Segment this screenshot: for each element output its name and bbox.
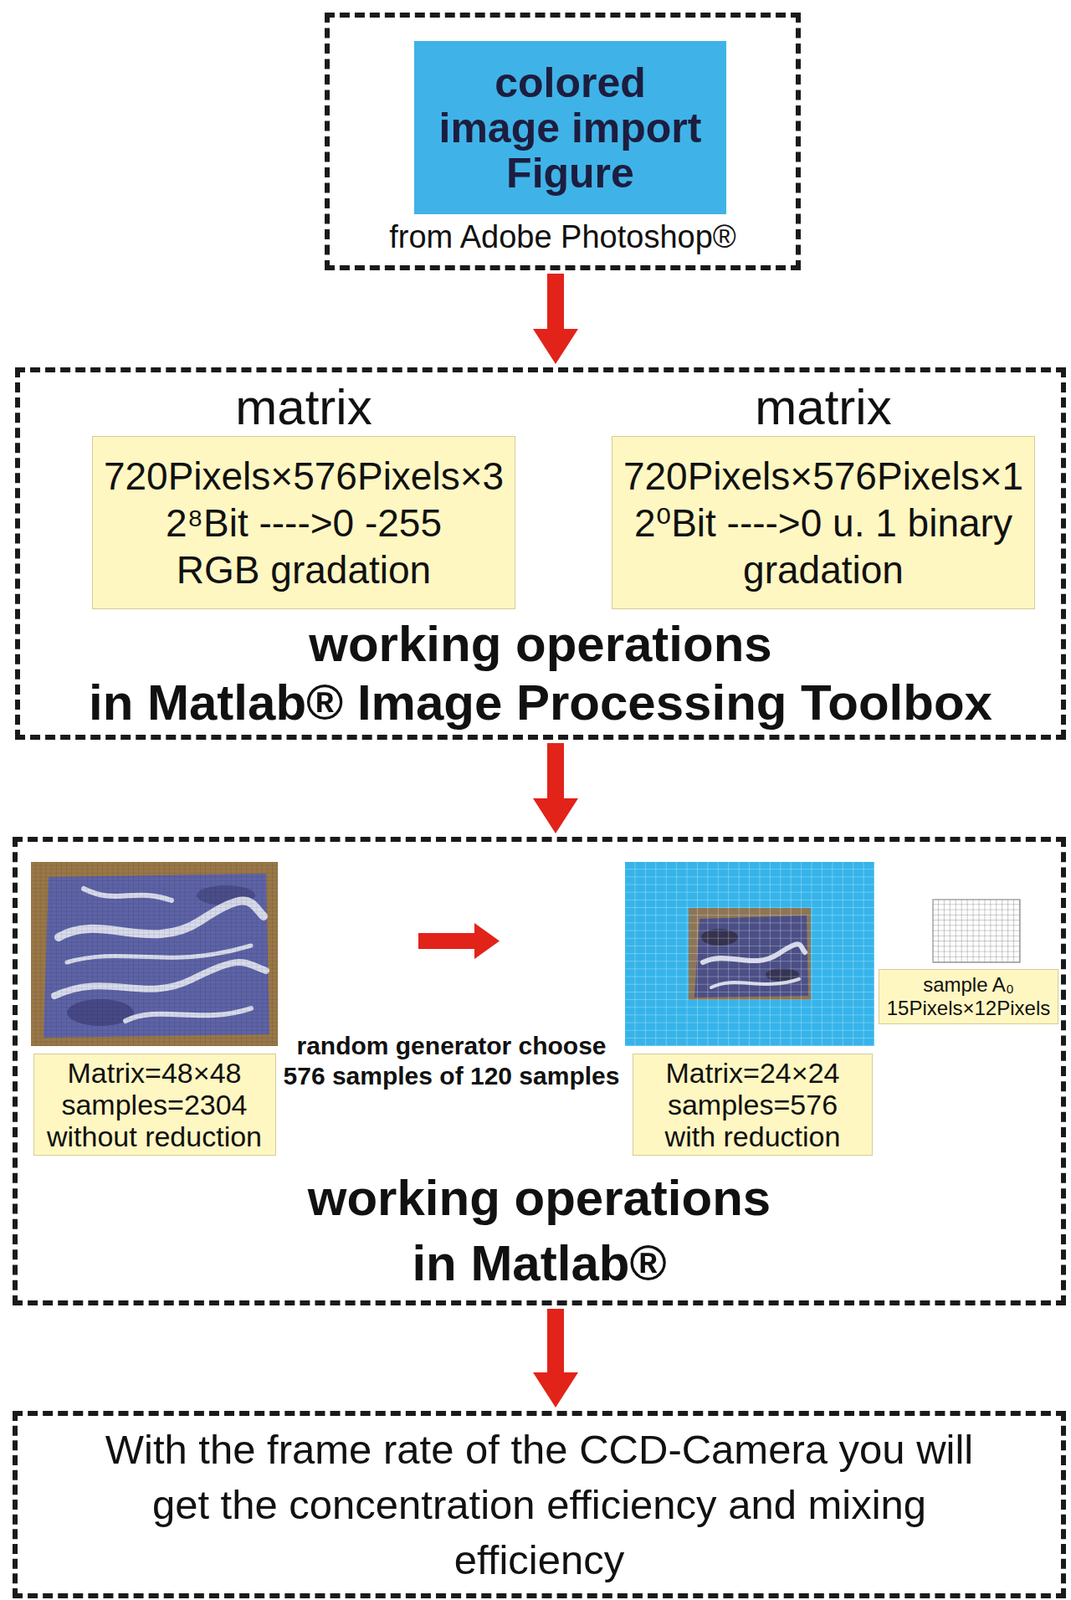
box-title: colored image import Figure	[434, 60, 708, 196]
flow-arrow	[532, 1308, 579, 1408]
stage-title: working operations	[20, 617, 1061, 672]
sample-grid	[932, 899, 1020, 963]
matrix-line: RGB gradation	[176, 546, 431, 594]
info-text: sample A₀ 15Pixels×12Pixels	[883, 973, 1054, 1020]
matrix-line: 2⁸Bit ---->0 -255	[165, 499, 442, 547]
matrix-box: matrix720Pixels×576Pixels×12⁰Bit ---->0 …	[611, 435, 1036, 610]
matrix-line: gradation	[743, 546, 904, 594]
matrix-line: 720Pixels×576Pixels×3	[103, 452, 504, 500]
stage-title: in Matlab®	[17, 1231, 1061, 1296]
info-text: Matrix=24×24 samples=576 with reduction	[643, 1056, 863, 1153]
matrix-line: 720Pixels×576Pixels×1	[623, 452, 1024, 500]
stage-box: from Adobe Photoshop® colored image impor…	[324, 12, 801, 271]
stage-title: working operations	[17, 1166, 1061, 1230]
stage-title: in Matlab® Image Processing Toolbox	[20, 676, 1061, 730]
matrix-line: 2⁰Bit ---->0 u. 1 binary	[634, 499, 1013, 547]
result-box: With the frame rate of the CCD-Camera yo…	[12, 1410, 1066, 1599]
matrix-heading: matrix	[25, 379, 582, 436]
stage-box: working operationsin Matlab® Image Proce…	[15, 367, 1066, 740]
result-text: With the frame rate of the CCD-Camera yo…	[79, 1421, 1000, 1588]
source-note: from Adobe Photoshop®	[329, 219, 796, 255]
photo-full	[30, 861, 278, 1046]
flow-arrow	[532, 273, 579, 364]
process-note: random generator choose 576 samples of 1…	[277, 1030, 626, 1092]
info-box: Matrix=24×24 samples=576 with reduction	[632, 1053, 873, 1156]
info-box: sample A₀ 15Pixels×12Pixels	[878, 968, 1059, 1025]
info-text: Matrix=48×48 samples=2304 without reduct…	[42, 1056, 267, 1153]
flow-arrow	[532, 743, 579, 834]
photo-reduced	[625, 861, 875, 1046]
matrix-box: matrix720Pixels×576Pixels×32⁸Bit ---->0 …	[92, 435, 516, 610]
import-box: colored image import Figure	[414, 40, 727, 215]
reduction-arrow	[418, 922, 500, 959]
info-box: Matrix=48×48 samples=2304 without reduct…	[33, 1053, 277, 1156]
matrix-heading: matrix	[545, 379, 1071, 436]
